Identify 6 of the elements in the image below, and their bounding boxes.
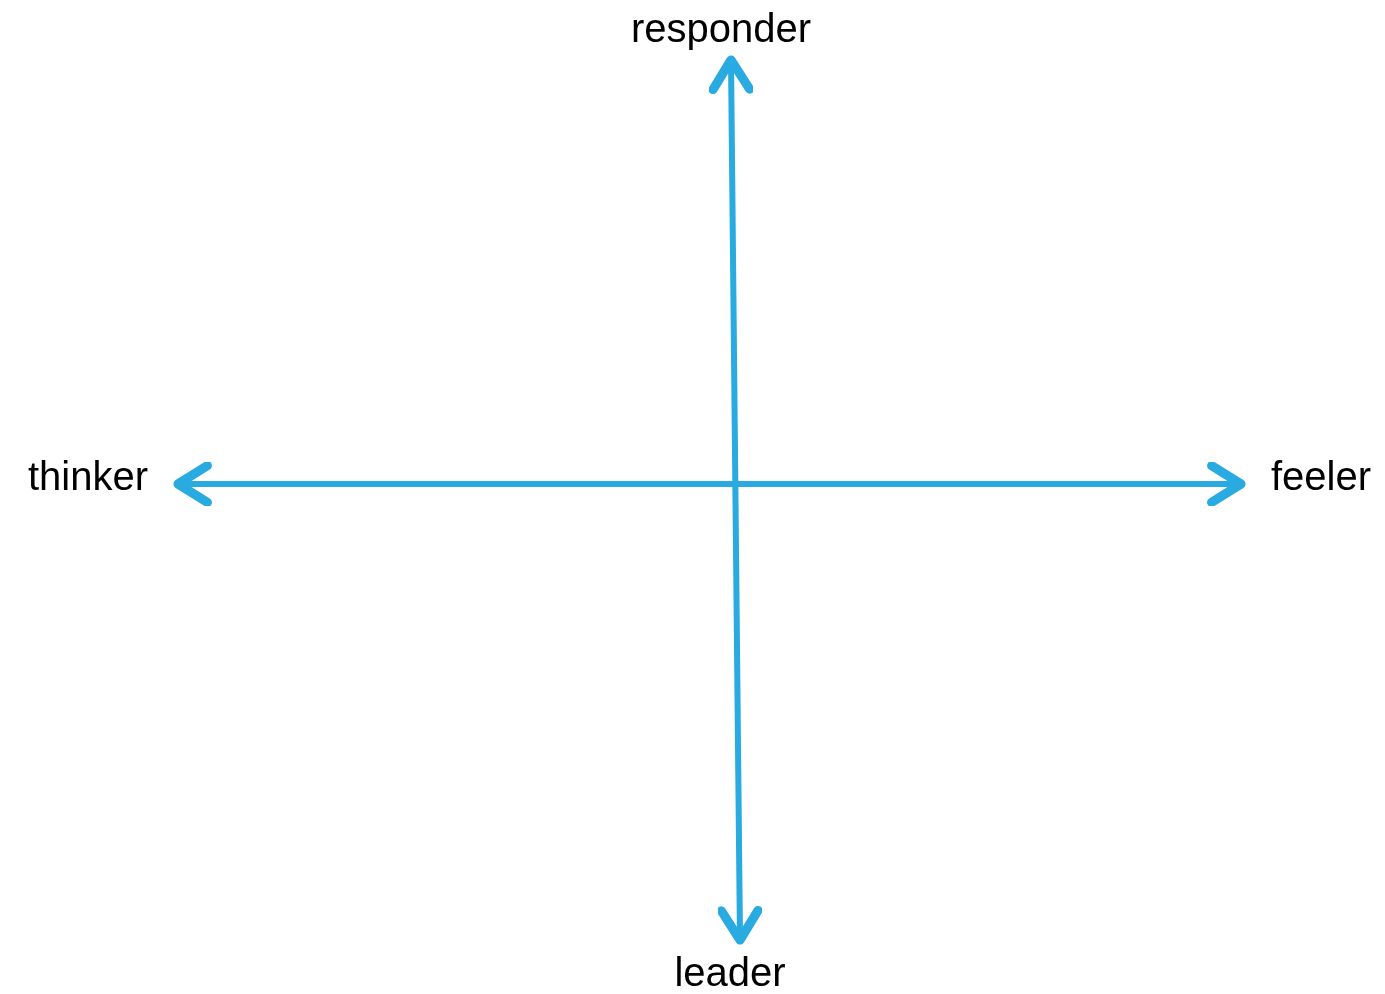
axis-label: leader <box>674 952 786 992</box>
double-headed-arrow <box>173 461 1246 507</box>
axis-label: thinker <box>27 456 149 496</box>
double-headed-arrow <box>708 55 763 945</box>
axis-label: responder <box>630 8 812 48</box>
axis-label: feeler <box>1270 456 1372 496</box>
